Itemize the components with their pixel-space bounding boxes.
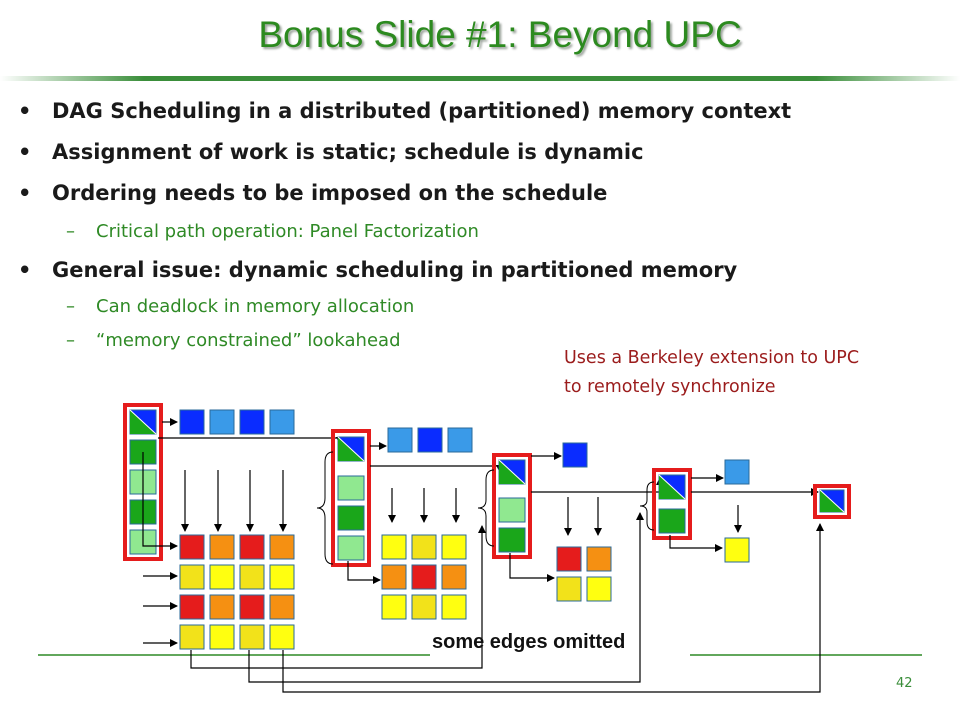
dash-icon: – [66,296,75,317]
bullet-item: • Assignment of work is static; schedule … [18,140,644,164]
lightblue-tile [209,409,235,435]
bullet-dot-icon: • [18,140,32,164]
title-divider [0,76,960,81]
panel-highlight [813,484,851,519]
diag-split [129,409,157,435]
sub-bullet-item: –“memory constrained” lookahead [66,330,401,351]
bullet-item: • General issue: dynamic scheduling in pa… [18,258,737,282]
blue-tile [239,409,265,435]
brace [477,469,495,547]
lightblue-tile [269,409,295,435]
page-number: 42 [896,676,913,691]
bullet-item: • Ordering needs to be imposed on the sch… [18,181,607,205]
panel-3 [477,442,664,602]
bullet-list: • DAG Scheduling in a distributed (partit… [18,99,791,351]
panel-5 [813,484,851,519]
brace [639,481,655,531]
panel-3-edges [509,452,664,582]
omitted-edges-label: some edges omitted [432,631,626,653]
panel-4-edges [669,474,819,552]
sub-bullet-text: Critical path operation: Panel Factoriza… [96,221,479,242]
bullet-text: Assignment of work is static; schedule i… [52,140,644,164]
slide-title: Bonus Slide #1: Beyond UPC [258,14,742,55]
sub-bullet-text: Can deadlock in memory allocation [96,296,415,317]
bullet-dot-icon: • [18,99,32,123]
dash-icon: – [66,221,75,242]
brace [316,451,334,565]
panel-highlight [331,429,371,567]
panel-4 [639,459,819,563]
bullet-dot-icon: • [18,258,32,282]
panel-highlight [123,403,163,561]
panel-highlight [652,468,692,540]
bullet-item: • DAG Scheduling in a distributed (partit… [18,99,791,123]
panel-2 [316,427,504,620]
sub-bullet-item: –Can deadlock in memory allocation [66,296,414,317]
dash-icon: – [66,330,75,351]
bullet-text: DAG Scheduling in a distributed (partiti… [52,99,792,123]
panel-highlight [492,453,532,559]
long-dependency-edges [190,512,824,693]
sub-bullet-text: “memory constrained” lookahead [96,330,401,351]
note-line: Uses a Berkeley extension to UPC [564,348,860,368]
bullet-dot-icon: • [18,181,32,205]
sub-bullet-item: –Critical path operation: Panel Factoriz… [66,221,479,242]
note-line: to remotely synchronize [564,377,776,397]
bullet-text: General issue: dynamic scheduling in par… [52,258,738,282]
blue-tile [179,409,205,435]
panel-1 [123,403,344,650]
berkeley-note: Uses a Berkeley extension to UPC to remo… [564,344,859,402]
bullet-text: Ordering needs to be imposed on the sche… [52,181,608,205]
